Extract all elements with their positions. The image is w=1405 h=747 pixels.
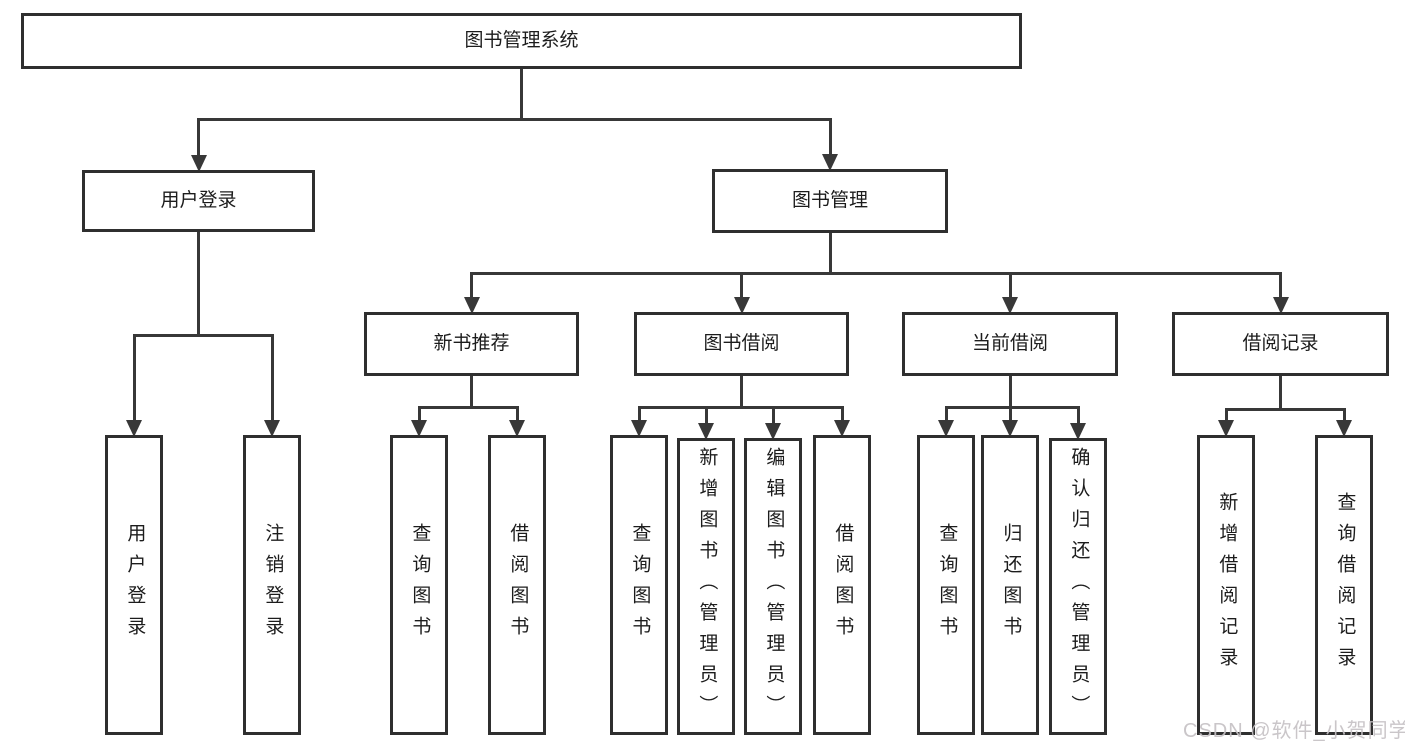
connector-shaft — [1342, 408, 1346, 422]
connector-bar — [197, 118, 832, 121]
node-label-book-mgmt: 图书管理 — [791, 189, 868, 211]
connector-shaft — [417, 406, 421, 422]
connector-shaft — [637, 406, 641, 422]
connector-shaft — [132, 334, 136, 422]
connector-shaft — [1224, 408, 1228, 422]
node-label-root: 图书管理系统 — [464, 29, 579, 51]
arrowhead-down-icon — [1272, 297, 1289, 314]
csdn-watermark: CSDN @软件_小贺同学 — [1183, 720, 1405, 742]
node-label-current-borrow: 当前借阅 — [971, 332, 1048, 354]
connector-stem — [470, 374, 473, 409]
connector-shaft — [840, 406, 844, 422]
connector-bar — [132, 334, 274, 337]
connector-shaft — [1279, 272, 1282, 299]
connector-shaft — [828, 118, 832, 156]
arrowhead-down-icon — [1336, 420, 1352, 437]
node-label-leaf-add-book: 新增图书（管理员） — [696, 447, 718, 726]
node-leaf-query-book-3: 查询图书 — [917, 435, 975, 735]
node-label-leaf-borrow-book-1: 借阅图书 — [507, 523, 529, 647]
arrowhead-down-icon — [411, 420, 427, 437]
node-label-leaf-return-book: 归还图书 — [1000, 523, 1022, 647]
node-leaf-borrow-book-2: 借阅图书 — [813, 435, 871, 735]
connector-stem — [520, 67, 523, 121]
node-current-borrow: 当前借阅 — [902, 312, 1118, 376]
node-leaf-edit-book: 编辑图书（管理员） — [744, 438, 802, 735]
node-user-login: 用户登录 — [82, 170, 315, 232]
node-leaf-confirm-return: 确认归还（管理员） — [1049, 438, 1107, 735]
node-label-user-login: 用户登录 — [160, 189, 237, 211]
arrowhead-down-icon — [264, 420, 280, 437]
connector-bar — [637, 406, 844, 409]
arrowhead-down-icon — [733, 297, 750, 314]
arrowhead-down-icon — [463, 297, 480, 314]
connector-stem — [197, 230, 200, 337]
arrowhead-down-icon — [1218, 420, 1234, 437]
node-leaf-query-book-1: 查询图书 — [390, 435, 448, 735]
node-label-leaf-query-book-2: 查询图书 — [629, 523, 651, 647]
node-borrow-records: 借阅记录 — [1172, 312, 1389, 376]
connector-bar — [1224, 408, 1346, 411]
node-label-leaf-query-record: 查询借阅记录 — [1334, 492, 1356, 678]
connector-shaft — [1008, 272, 1012, 299]
arrowhead-down-icon — [1070, 423, 1086, 440]
node-label-leaf-user-login: 用户登录 — [124, 523, 146, 647]
node-leaf-user-login: 用户登录 — [105, 435, 163, 735]
arrowhead-down-icon — [190, 155, 207, 172]
arrowhead-down-icon — [938, 420, 954, 437]
node-label-borrow-records: 借阅记录 — [1242, 332, 1319, 354]
node-leaf-add-book: 新增图书（管理员） — [677, 438, 735, 735]
node-label-new-book-rec: 新书推荐 — [433, 332, 510, 354]
node-label-leaf-add-record: 新增借阅记录 — [1216, 492, 1238, 678]
connector-stem — [828, 231, 832, 275]
connector-shaft — [1076, 406, 1080, 425]
arrowhead-down-icon — [822, 154, 838, 171]
node-leaf-logout: 注销登录 — [243, 435, 301, 735]
connector-shaft — [704, 406, 708, 425]
arrowhead-down-icon — [698, 423, 714, 440]
connector-shaft — [740, 272, 743, 299]
arrowhead-down-icon — [834, 420, 850, 437]
node-label-leaf-query-book-1: 查询图书 — [409, 523, 431, 647]
node-label-leaf-confirm-return: 确认归还（管理员） — [1068, 447, 1090, 726]
node-book-borrow: 图书借阅 — [634, 312, 849, 376]
node-label-leaf-borrow-book-2: 借阅图书 — [832, 523, 854, 647]
connector-shaft — [197, 118, 200, 157]
connector-stem — [1008, 374, 1012, 409]
connector-shaft — [515, 406, 519, 422]
node-label-leaf-logout: 注销登录 — [262, 523, 284, 647]
arrowhead-down-icon — [1002, 297, 1018, 314]
node-leaf-query-record: 查询借阅记录 — [1315, 435, 1373, 735]
connector-bar — [944, 406, 1080, 409]
connector-stem — [1279, 374, 1282, 411]
arrowhead-down-icon — [765, 423, 781, 440]
node-label-leaf-query-book-3: 查询图书 — [936, 523, 958, 647]
node-leaf-query-book-2: 查询图书 — [610, 435, 668, 735]
connector-shaft — [771, 406, 775, 425]
node-root: 图书管理系统 — [21, 13, 1022, 69]
connector-bar — [417, 406, 519, 409]
node-leaf-return-book: 归还图书 — [981, 435, 1039, 735]
connector-shaft — [470, 272, 473, 299]
connector-shaft — [1008, 406, 1012, 422]
arrowhead-down-icon — [126, 420, 142, 437]
node-book-mgmt: 图书管理 — [712, 169, 948, 233]
arrowhead-down-icon — [509, 420, 525, 437]
connector-shaft — [270, 334, 274, 422]
node-leaf-borrow-book-1: 借阅图书 — [488, 435, 546, 735]
node-leaf-add-record: 新增借阅记录 — [1197, 435, 1255, 735]
connector-stem — [740, 374, 743, 409]
node-new-book-rec: 新书推荐 — [364, 312, 579, 376]
connector-bar — [470, 272, 1282, 275]
connector-shaft — [944, 406, 948, 422]
arrowhead-down-icon — [1002, 420, 1018, 437]
node-label-book-borrow: 图书借阅 — [703, 332, 780, 354]
node-label-leaf-edit-book: 编辑图书（管理员） — [763, 447, 785, 726]
arrowhead-down-icon — [631, 420, 647, 437]
